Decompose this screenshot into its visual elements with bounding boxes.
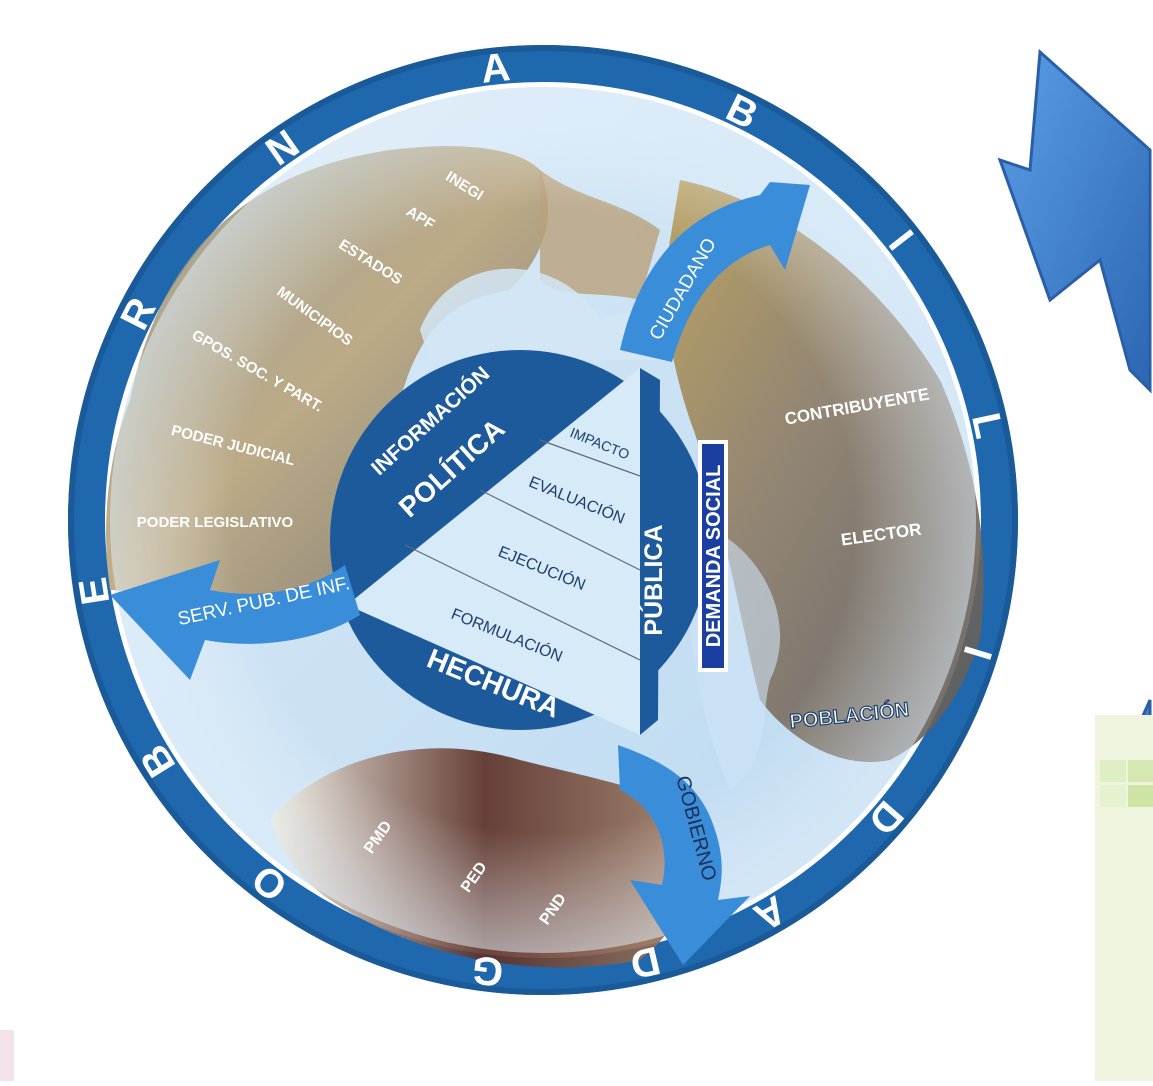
ring-letter: A — [479, 45, 512, 92]
source-poder-legislativo: PODER LEGISLATIVO — [137, 514, 294, 531]
ring-letter: G — [469, 947, 505, 994]
arrow-gobierno — [618, 745, 750, 965]
policy-triangle — [347, 368, 640, 735]
side-arrow-top — [997, 48, 1152, 394]
publica-label: PÚBLICA — [638, 524, 668, 635]
corner-squares — [1095, 715, 1153, 1081]
corner-pink — [0, 1030, 14, 1081]
demanda-social-label: DEMANDA SOCIAL — [703, 465, 725, 648]
arrow-ciudadano — [620, 182, 810, 362]
arrow-serv-pub — [110, 560, 360, 680]
demanda-social-badge: DEMANDA SOCIAL — [698, 440, 728, 672]
